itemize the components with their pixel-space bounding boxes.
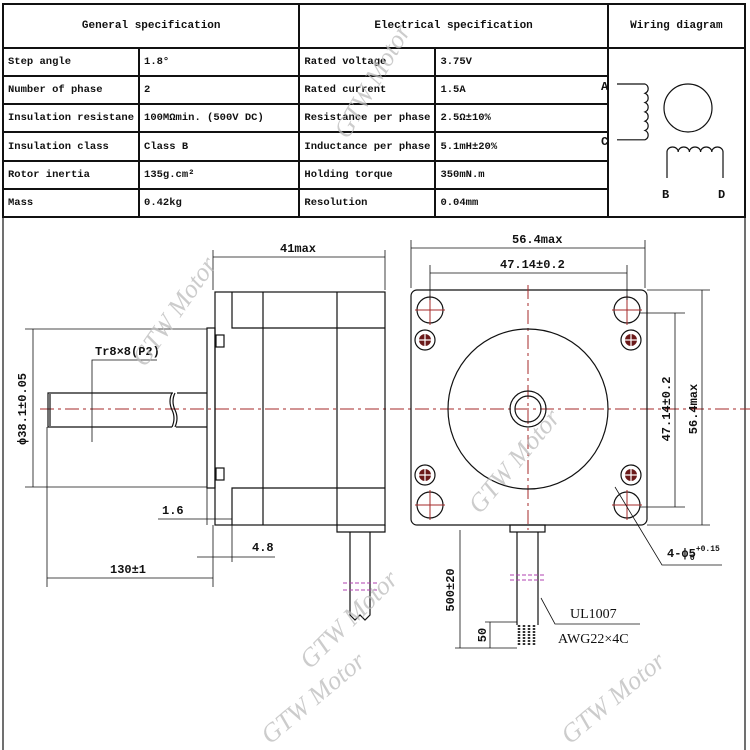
wire-ends bbox=[517, 625, 536, 645]
electrical-spec-header: Electrical specification bbox=[298, 3, 609, 49]
holes-leader bbox=[614, 486, 722, 566]
screw-icon bbox=[414, 329, 436, 351]
width-label: 56.4max bbox=[512, 233, 562, 247]
spec-label: Inductance per phase bbox=[298, 131, 437, 162]
cable-spec-label: AWG22×4C bbox=[558, 632, 629, 647]
hole-spacing-v-label: 47.14±0.2 bbox=[660, 377, 674, 442]
spec-label: Step angle bbox=[1, 46, 141, 78]
thread-label: Tr8×8(P2) bbox=[95, 345, 160, 359]
shaft-length-label: 130±1 bbox=[110, 563, 146, 577]
spec-value: Class B bbox=[138, 131, 301, 162]
watermark: GTW Motor bbox=[126, 251, 223, 372]
front-cable bbox=[516, 532, 539, 625]
screw-head bbox=[215, 467, 225, 481]
spec-label: Resistance per phase bbox=[298, 103, 437, 134]
frame-border bbox=[2, 218, 746, 750]
spec-value: 2 bbox=[138, 75, 301, 106]
cable-leader bbox=[540, 597, 640, 625]
spec-value: 3.75V bbox=[434, 46, 609, 78]
screw-icon bbox=[620, 329, 642, 351]
lead-a-label: A bbox=[601, 80, 609, 94]
height-label: 56.4max bbox=[687, 384, 701, 434]
spec-value: 5.1mH±20% bbox=[434, 131, 609, 162]
length-dimension bbox=[212, 250, 386, 290]
hole-spacing-v-dimension bbox=[640, 312, 685, 508]
hole-spacing-dimension bbox=[429, 265, 628, 300]
cable-length-label: 500±20 bbox=[444, 568, 458, 611]
spec-label: Number of phase bbox=[1, 75, 141, 106]
boss-circle bbox=[447, 328, 609, 490]
side-cable bbox=[349, 532, 371, 621]
watermark: GTW Motor bbox=[328, 18, 417, 143]
screws bbox=[414, 329, 642, 486]
front-view: 56.4max 47.14±0.2 47.14±0.2 56.4max 4-ϕ5… bbox=[410, 233, 722, 649]
thread-leader bbox=[91, 359, 157, 442]
spec-label: Insulation resistane bbox=[1, 103, 141, 134]
boss-dimension bbox=[197, 525, 275, 562]
wiring-header: Wiring diagram bbox=[606, 3, 747, 49]
general-spec-header: General specification bbox=[1, 3, 301, 49]
watermark: GTW Motor bbox=[555, 646, 671, 750]
side-view: 41max ϕ38.1±0.05 Tr8×8(P2) 1.6 4.8 130±1 bbox=[16, 242, 750, 621]
lead-d-label: D bbox=[718, 188, 725, 202]
width-dimension bbox=[410, 240, 646, 288]
boss-label: 4.8 bbox=[252, 541, 274, 555]
spec-table: General specification Electrical specifi… bbox=[1, 3, 747, 219]
strip-length-label: 50 bbox=[476, 628, 490, 642]
wiring-diagram: A C B D bbox=[601, 80, 725, 202]
spec-value: 135g.cm² bbox=[138, 159, 301, 190]
screw-icon bbox=[620, 464, 642, 486]
rotor-symbol bbox=[663, 83, 713, 133]
cable-outlet bbox=[509, 524, 546, 533]
coil-ac bbox=[617, 83, 649, 141]
spec-label: Rated voltage bbox=[298, 46, 437, 78]
spec-value: 0.42kg bbox=[138, 187, 301, 219]
lead-c-label: C bbox=[601, 135, 608, 149]
height-dimension bbox=[647, 289, 710, 526]
wiring-diagram-cell bbox=[606, 47, 747, 218]
cable-break-mark bbox=[510, 574, 545, 581]
hub-bore bbox=[514, 395, 542, 423]
shaft-length-dimension bbox=[46, 427, 214, 587]
length-label: 41max bbox=[280, 242, 316, 256]
strip-length-dimension bbox=[485, 621, 517, 648]
flange bbox=[206, 327, 216, 489]
spec-value: 1.8° bbox=[138, 46, 301, 78]
cable-length-dimension bbox=[455, 530, 517, 649]
flange-label: 1.6 bbox=[162, 504, 184, 518]
spec-label: Rotor inertia bbox=[1, 159, 141, 190]
hub-outer bbox=[509, 390, 547, 428]
spec-label: Insulation class bbox=[1, 131, 141, 162]
spec-value: 2.5Ω±10% bbox=[434, 103, 609, 134]
spec-value: 100MΩmin. (500V DC) bbox=[138, 103, 301, 134]
lead-b-label: B bbox=[662, 188, 669, 202]
spec-label: Mass bbox=[1, 187, 141, 219]
diameter-label: ϕ38.1±0.05 bbox=[16, 373, 30, 445]
motor-face bbox=[410, 289, 648, 526]
hole-spacing-label: 47.14±0.2 bbox=[500, 258, 565, 272]
flange-dimension bbox=[158, 488, 232, 525]
cable-type-label: UL1007 bbox=[570, 607, 617, 622]
spec-value: 350mN.m bbox=[434, 159, 609, 190]
lead-screw-shaft bbox=[47, 392, 207, 428]
screw-icon bbox=[414, 464, 436, 486]
body-sections bbox=[231, 292, 386, 533]
spec-label: Holding torque bbox=[298, 159, 437, 190]
spec-value: 1.5A bbox=[434, 75, 609, 106]
spec-label: Resolution bbox=[298, 187, 437, 219]
diameter-dimension bbox=[25, 328, 207, 488]
spec-value: 0.04mm bbox=[434, 187, 609, 219]
screw-head bbox=[215, 334, 225, 348]
spec-label: Rated current bbox=[298, 75, 437, 106]
coil-bd bbox=[666, 146, 724, 178]
